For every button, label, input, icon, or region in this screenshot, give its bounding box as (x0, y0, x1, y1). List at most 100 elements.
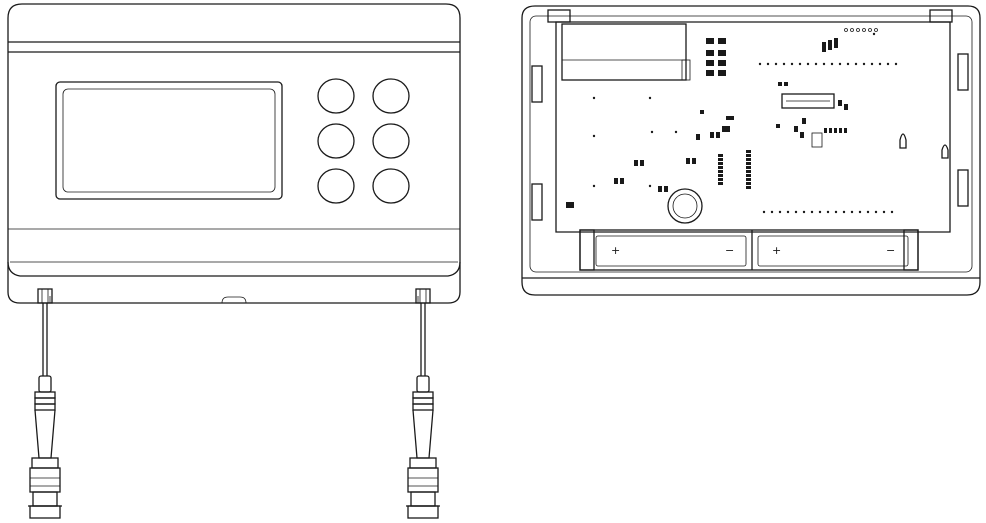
pcb-hole (846, 62, 850, 66)
pcb-components (566, 38, 848, 208)
front-housing (7, 3, 461, 277)
smd-component (692, 158, 696, 164)
front-button (317, 123, 355, 159)
front-view-unit (7, 3, 461, 519)
smd-component (718, 170, 723, 173)
pcb-hole (858, 210, 862, 214)
smd-component (710, 132, 714, 138)
battery-terminal-4: − (886, 244, 895, 257)
smd-component (718, 166, 723, 169)
smd-component (746, 174, 751, 177)
mount-screw-right (941, 144, 949, 159)
pcb-hole (818, 210, 822, 214)
pcb-hole (592, 134, 596, 138)
smd-component (746, 162, 751, 165)
battery-cell-left (595, 235, 747, 267)
pcb-hole (802, 210, 806, 214)
smd-component (718, 60, 726, 66)
pcb-hole (648, 96, 652, 100)
smd-component (718, 162, 723, 165)
pcb-hole (872, 32, 876, 36)
pcb-hole (882, 210, 886, 214)
pcb-hole (886, 62, 890, 66)
pcb-hole (766, 62, 770, 66)
smd-component (696, 134, 700, 140)
smd-component (718, 182, 723, 185)
pcb-hole (592, 184, 596, 188)
inside-view-unit: + − + − (521, 5, 981, 296)
smd-component (839, 128, 842, 133)
pcb-hole (774, 62, 778, 66)
pcb-hole (650, 130, 654, 134)
pcb-hole (770, 210, 774, 214)
pcb-hole (874, 210, 878, 214)
smd-component (746, 186, 751, 189)
smd-component (802, 118, 806, 124)
pcb-hole (592, 96, 596, 100)
pcb-hole (762, 210, 766, 214)
smd-component (784, 82, 788, 86)
pcb-hole (866, 210, 870, 214)
pcb-hole (856, 28, 860, 32)
pcb-hole (850, 28, 854, 32)
pcb-hole (844, 28, 848, 32)
smd-component (718, 178, 723, 181)
smd-component (746, 150, 751, 153)
pcb-hole (894, 62, 898, 66)
smd-component (746, 158, 751, 161)
pcb-hole (834, 210, 838, 214)
pcb-hole (794, 210, 798, 214)
pcb-hole (758, 62, 762, 66)
smd-component (700, 110, 704, 114)
smd-component (664, 186, 668, 192)
housing-inner-wall (529, 15, 973, 273)
smd-component (838, 100, 842, 106)
pcb-hole (782, 62, 786, 66)
pcb-hole (822, 62, 826, 66)
smd-component (844, 128, 847, 133)
smd-component (706, 50, 714, 56)
base-plate (7, 262, 461, 304)
pcb-hole (806, 62, 810, 66)
pcb-hole (862, 28, 866, 32)
front-button (372, 78, 410, 114)
pcb-hole (868, 28, 872, 32)
smd-component (634, 160, 638, 166)
battery-spring-right (903, 229, 919, 271)
smd-component (718, 158, 723, 161)
battery-terminal-3: + (772, 244, 781, 257)
smd-component (746, 178, 751, 181)
side-latches (531, 53, 969, 221)
smd-component (620, 178, 624, 184)
smd-component (706, 60, 714, 66)
smd-component (834, 38, 838, 48)
pcb-hole (838, 62, 842, 66)
pcb-hole (874, 28, 878, 32)
smd-component (718, 38, 726, 44)
smd-component (822, 42, 826, 52)
lcd-connector-strip (561, 23, 687, 81)
left-sensor-probe (28, 288, 62, 519)
buzzer (667, 188, 703, 224)
smd-component (746, 170, 751, 173)
smd-component (824, 128, 827, 133)
pcb-hole (870, 62, 874, 66)
pcb-hole (814, 62, 818, 66)
inner-housing (521, 5, 981, 296)
smd-component (800, 132, 804, 138)
pcb-hole (648, 184, 652, 188)
smd-component (828, 40, 832, 50)
microcontroller-chip (781, 93, 835, 109)
battery-compartment: + − + − (579, 229, 919, 271)
pcb-hole (790, 62, 794, 66)
pcb-hole (862, 62, 866, 66)
pcb-hole (890, 210, 894, 214)
smd-component (834, 128, 837, 133)
pcb-holes (592, 28, 898, 214)
smd-component (718, 154, 723, 157)
front-button (317, 78, 355, 114)
pcb-hole (850, 210, 854, 214)
smd-component (794, 126, 798, 132)
smd-component (658, 186, 662, 192)
